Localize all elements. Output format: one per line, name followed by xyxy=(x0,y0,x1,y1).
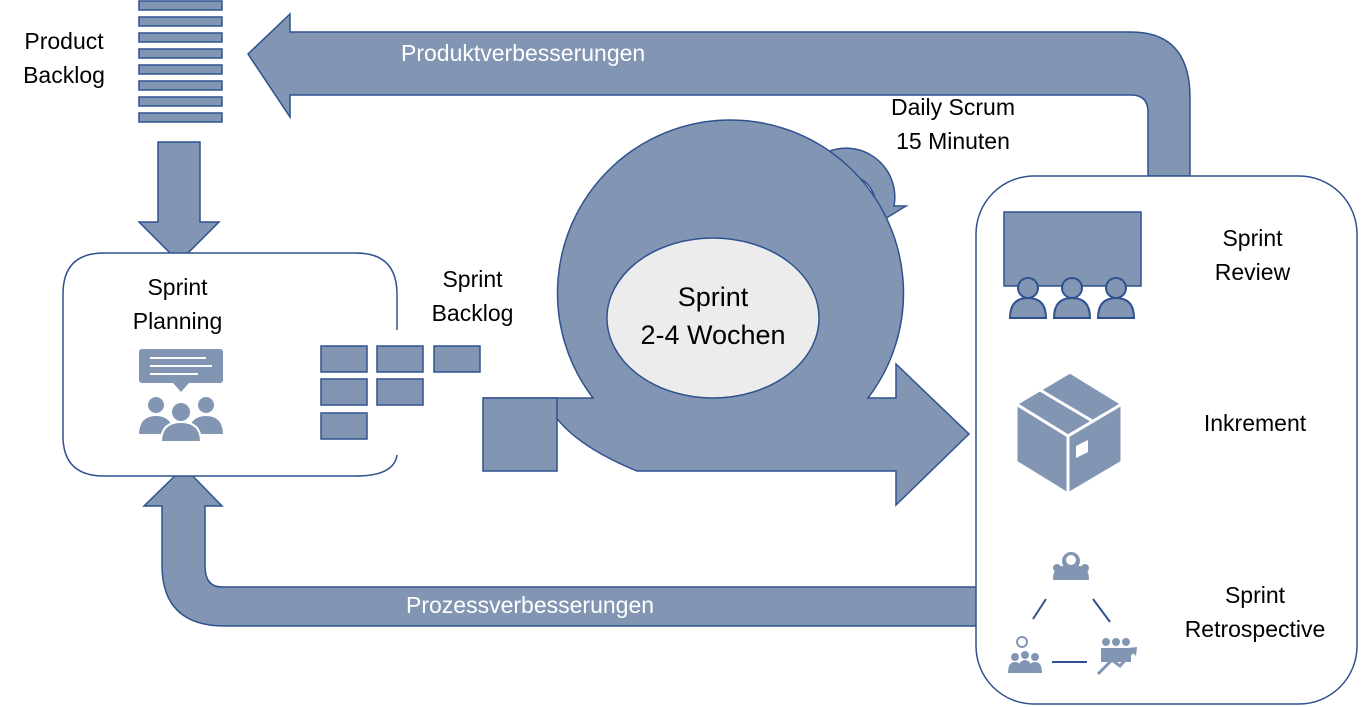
sprint-backlog-cards xyxy=(320,345,481,440)
sprint-review-label: Sprint Review xyxy=(1214,225,1291,285)
sprint-cycle-loop xyxy=(482,119,971,507)
sprint-cycle-label: Sprint 2-4 Wochen xyxy=(640,282,786,350)
daily-scrum-label: Daily Scrum 15 Minuten xyxy=(891,94,1015,154)
presentation-audience-icon xyxy=(1003,211,1142,319)
sprint-planning-label: Sprint Planning xyxy=(132,274,223,334)
retrospective-cycle-icon xyxy=(1008,552,1137,676)
sprint-cycle-center xyxy=(606,237,820,399)
backlog-to-planning-arrow xyxy=(137,141,221,264)
product-backlog-stack-icon xyxy=(138,0,223,123)
meeting-people-icon xyxy=(136,347,226,443)
sprint-backlog-label: Sprint Backlog xyxy=(431,266,514,326)
product-backlog-label: Product Backlog xyxy=(23,28,105,88)
increment-label: Inkrement xyxy=(1203,410,1307,436)
process-improvements-arrow xyxy=(142,465,978,627)
process-improvements-label: Prozessverbesserungen xyxy=(406,592,655,618)
sprint-retrospective-label: Sprint Retrospective xyxy=(1184,582,1326,642)
increment-box-icon xyxy=(1014,370,1124,496)
product-improvements-arrow xyxy=(247,12,1191,177)
product-improvements-label: Produktverbesserungen xyxy=(401,40,646,66)
